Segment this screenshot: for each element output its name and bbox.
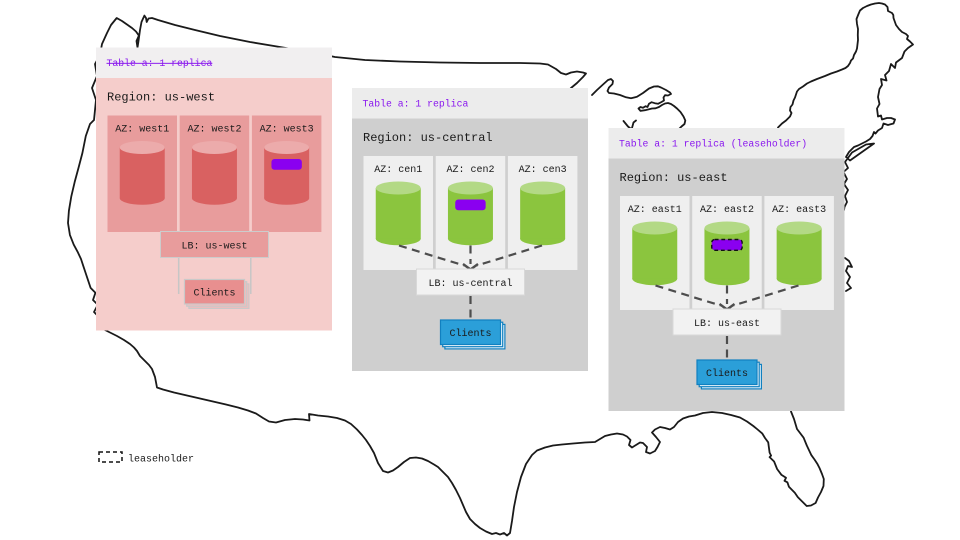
svg-text:Table a: 1 replica: Table a: 1 replica [363,99,469,110]
svg-text:AZ: west3: AZ: west3 [260,125,314,136]
svg-text:AZ: west1: AZ: west1 [115,125,169,136]
svg-text:Clients: Clients [449,328,491,340]
svg-text:LB: us-central: LB: us-central [428,278,512,290]
svg-text:Table a: 1 replica: Table a: 1 replica [107,58,213,69]
svg-text:Clients: Clients [193,288,235,300]
svg-text:AZ: cen2: AZ: cen2 [446,165,494,176]
svg-text:AZ: cen3: AZ: cen3 [519,165,567,176]
svg-text:AZ: east2: AZ: east2 [700,205,754,216]
svg-text:LB: us-west: LB: us-west [181,242,247,253]
svg-text:AZ: west2: AZ: west2 [187,125,241,136]
svg-text:Region: us-central: Region: us-central [363,131,493,145]
svg-text:Clients: Clients [706,368,748,380]
svg-text:Region: us-east: Region: us-east [620,171,728,185]
svg-text:AZ: east3: AZ: east3 [772,205,826,216]
svg-text:leaseholder: leaseholder [128,454,194,466]
svg-text:Table a: 1 replica (leaseholde: Table a: 1 replica (leaseholder) [619,139,807,150]
svg-text:Region: us-west: Region: us-west [107,91,215,105]
svg-text:LB: us-east: LB: us-east [694,319,760,330]
svg-text:AZ: cen1: AZ: cen1 [374,165,422,176]
svg-text:AZ: east1: AZ: east1 [628,205,682,216]
